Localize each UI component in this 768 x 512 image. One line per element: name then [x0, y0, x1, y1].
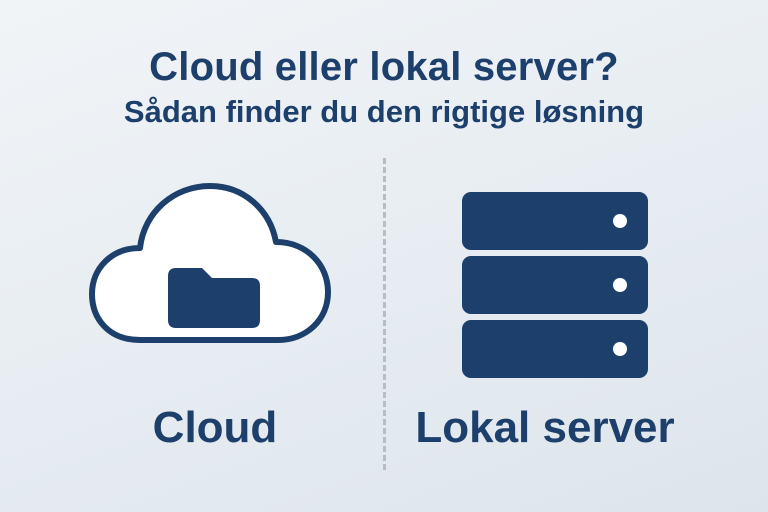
cloud-icon	[89, 183, 331, 343]
dashed-divider	[383, 158, 386, 470]
local-server-label: Lokal server	[415, 403, 675, 452]
cloud-folder-icon	[89, 183, 331, 343]
server-unit-bottom	[462, 320, 648, 378]
folder-icon	[168, 268, 260, 328]
page-subtitle: Sådan finder du den rigtige løsning	[123, 94, 645, 129]
server-unit-top	[462, 192, 648, 250]
status-led	[613, 214, 627, 228]
heading: Cloud eller lokal server? Sådan finder d…	[0, 44, 768, 130]
page-title: Cloud eller lokal server?	[149, 45, 619, 89]
cloud-label: Cloud	[152, 403, 278, 452]
status-led	[613, 342, 627, 356]
server-unit-middle	[462, 256, 648, 314]
server-stack-icon	[462, 192, 648, 378]
status-led	[613, 278, 627, 292]
